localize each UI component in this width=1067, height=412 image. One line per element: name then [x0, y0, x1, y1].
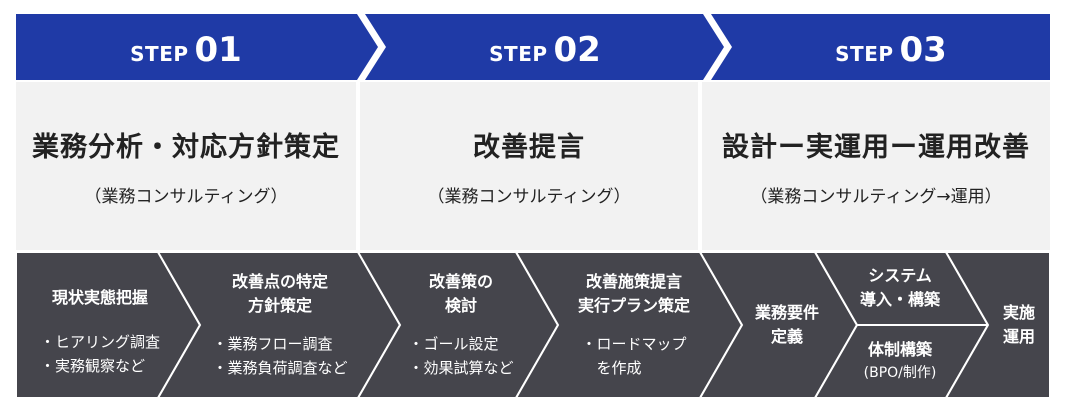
- task-8-title-line-2: 運用: [1002, 327, 1035, 346]
- step-03-label: STEP 03: [732, 30, 1050, 70]
- task-3-title-line-2: 検討: [444, 296, 477, 315]
- task-1-title: 現状実態把握: [51, 288, 148, 307]
- task-8: 実施 運用: [988, 301, 1050, 349]
- step-01-phase: 業務分析・対応方針策定 （業務コンサルティング）: [16, 82, 356, 250]
- step-01-header-chevron: [16, 14, 378, 80]
- task-1-item-1: ・ヒアリング調査: [39, 333, 160, 351]
- task-2: 改善点の特定 方針策定 ・業務フロー調査 ・業務負荷調査など: [200, 270, 360, 380]
- task-2-title-line-1: 改善点の特定: [231, 272, 328, 291]
- step-03-phase: 設計ー実運用ー運用改善 （業務コンサルティング→運用）: [702, 82, 1050, 250]
- task-2-item-2: ・業務負荷調査など: [212, 359, 348, 377]
- task-8-title-line-1: 実施: [1002, 303, 1035, 322]
- task-1-item-2: ・実務観察など: [39, 357, 145, 375]
- task-2-item-1: ・業務フロー調査: [212, 335, 333, 353]
- task-4-title-line-1: 改善施策提言: [585, 272, 682, 291]
- task-7-title: 体制構築: [867, 340, 932, 359]
- step-03-header-chevron: [711, 14, 1050, 80]
- step-01-title: 業務分析・対応方針策定: [32, 132, 340, 163]
- task-2-title-line-2: 方針策定: [247, 296, 312, 315]
- step-02-header-chevron: [365, 14, 724, 80]
- step-02-title: 改善提言: [473, 132, 585, 163]
- step-01-label: STEP 01: [16, 30, 356, 70]
- task-1: 現状実態把握 ・ヒアリング調査 ・実務観察など: [16, 286, 184, 378]
- step-02-word: STEP: [489, 42, 548, 66]
- task-3-title-line-1: 改善策の: [428, 272, 493, 291]
- task-5: 業務要件 定義: [742, 301, 832, 349]
- step-02-phase-box: [360, 82, 698, 250]
- step-02-label: STEP 02: [386, 30, 704, 70]
- step-02-subtitle: （業務コンサルティング）: [427, 187, 631, 207]
- task-7-note: (BPO/制作): [863, 365, 937, 381]
- step-03-number: 03: [899, 30, 947, 70]
- task-3-item-2: ・効果試算など: [408, 359, 514, 377]
- step-03-phase-box: [702, 82, 1050, 250]
- step-01-subtitle: （業務コンサルティング）: [84, 187, 288, 207]
- step-03-title: 設計ー実運用ー運用改善: [722, 132, 1030, 163]
- task-4: 改善施策提言 実行プラン策定 ・ロードマップ を作成: [556, 270, 712, 380]
- task-6-title-line-1: システム: [868, 266, 932, 285]
- step-01-phase-box: [16, 82, 356, 250]
- task-8-chevron: [944, 251, 1051, 399]
- task-4-item-1: ・ロードマップ: [581, 335, 687, 353]
- step-03-word: STEP: [835, 42, 894, 66]
- task-6: システム 導入・構築: [850, 264, 950, 312]
- step-03-subtitle: （業務コンサルティング→運用）: [750, 187, 1002, 207]
- step-02-phase: 改善提言 （業務コンサルティング）: [360, 82, 698, 250]
- task-7: 体制構築 (BPO/制作): [850, 338, 950, 384]
- task-5-title-line-1: 業務要件: [754, 303, 819, 322]
- task-3: 改善策の 検討 ・ゴール設定 ・効果試算など: [396, 270, 526, 380]
- step-01-number: 01: [194, 30, 242, 70]
- task-6-title-line-2: 導入・構築: [859, 290, 940, 309]
- step-01-word: STEP: [130, 42, 189, 66]
- step-02-number: 02: [553, 30, 601, 70]
- task-4-item-2: を作成: [581, 359, 642, 377]
- task-3-item-1: ・ゴール設定: [408, 335, 499, 353]
- task-5-title-line-2: 定義: [770, 327, 803, 346]
- task-4-title-line-2: 実行プラン策定: [577, 296, 690, 315]
